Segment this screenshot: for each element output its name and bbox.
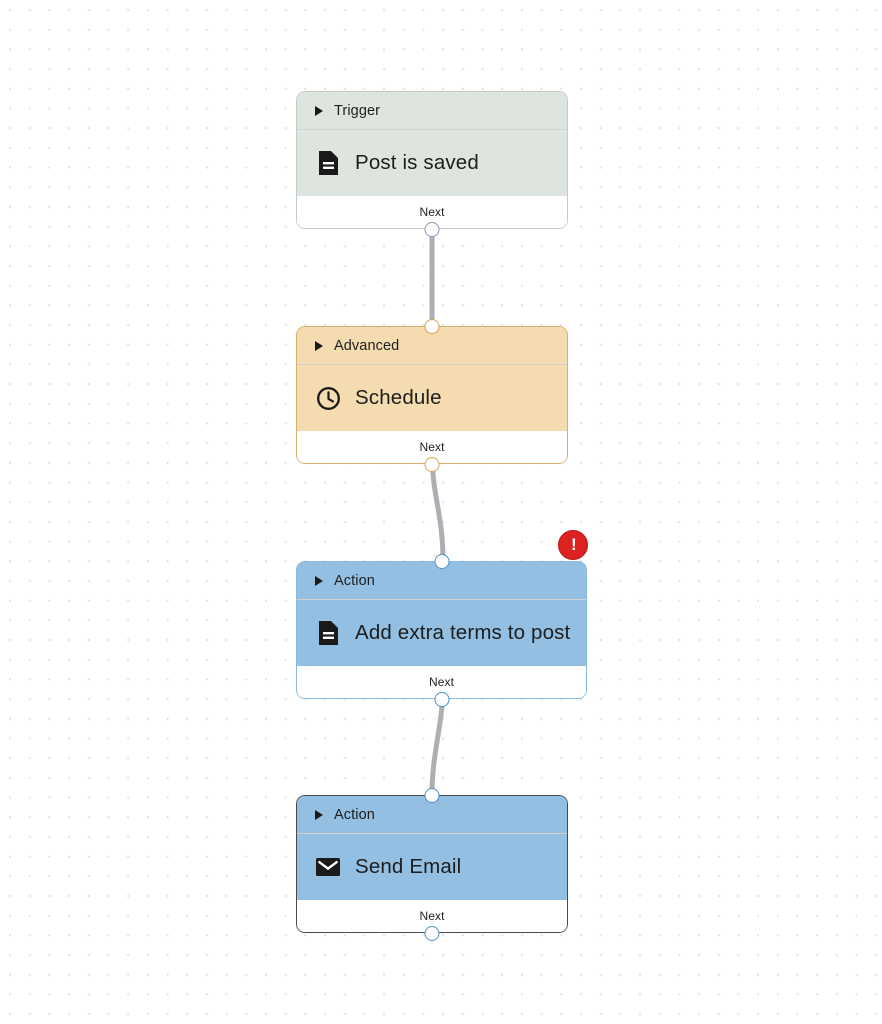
document-icon — [315, 150, 341, 176]
node-action-send-email[interactable]: Action Send Email Next — [296, 787, 568, 941]
divider — [297, 833, 567, 834]
node-body[interactable]: Send Email — [297, 834, 567, 900]
divider — [297, 364, 567, 365]
divider — [297, 129, 567, 130]
node-title: Post is saved — [355, 151, 479, 174]
divider — [297, 599, 586, 600]
chevron-right-icon[interactable] — [315, 809, 323, 820]
clock-icon — [315, 385, 341, 411]
node-body[interactable]: Schedule — [297, 365, 567, 431]
node-action-add-extra-terms[interactable]: Action Add extra terms to post Next — [296, 553, 587, 707]
output-handle[interactable] — [434, 691, 449, 707]
next-label: Next — [428, 675, 455, 689]
node-title: Schedule — [355, 386, 442, 409]
error-badge[interactable]: ! — [558, 530, 588, 560]
next-label: Next — [419, 440, 445, 454]
node-category-label: Trigger — [334, 102, 381, 119]
output-handle[interactable] — [424, 925, 440, 941]
exclamation-icon: ! — [571, 535, 577, 554]
input-handle[interactable] — [434, 553, 449, 569]
envelope-icon — [315, 854, 341, 880]
node-header[interactable]: Trigger — [297, 92, 567, 129]
node-title: Send Email — [355, 855, 462, 878]
node-advanced-schedule[interactable]: Advanced Schedule Next — [296, 318, 568, 472]
node-title: Add extra terms to post — [355, 621, 571, 644]
node-category-label: Advanced — [334, 337, 400, 354]
node-trigger-post-is-saved[interactable]: Trigger Post is saved Next — [296, 91, 568, 237]
next-label: Next — [419, 205, 445, 219]
input-handle[interactable] — [424, 787, 440, 803]
output-handle[interactable] — [424, 221, 440, 237]
node-body[interactable]: Add extra terms to post — [297, 600, 586, 666]
input-handle[interactable] — [424, 318, 440, 334]
output-handle[interactable] — [424, 456, 440, 472]
node-category-label: Action — [334, 806, 375, 823]
chevron-right-icon[interactable] — [315, 105, 323, 116]
document-icon — [315, 620, 341, 646]
next-label: Next — [419, 909, 445, 923]
chevron-right-icon[interactable] — [315, 340, 323, 351]
chevron-right-icon[interactable] — [315, 575, 323, 586]
node-category-label: Action — [334, 572, 375, 589]
node-body[interactable]: Post is saved — [297, 130, 567, 196]
